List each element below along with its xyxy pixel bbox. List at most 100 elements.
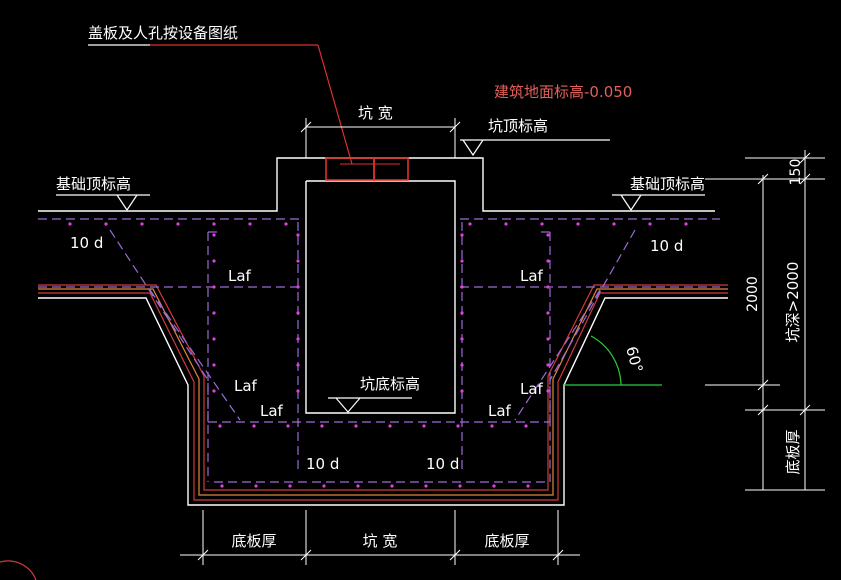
rebar-dot bbox=[460, 337, 464, 341]
rebar-dot bbox=[612, 222, 616, 226]
rebar-dot bbox=[458, 484, 462, 488]
pit-bottom-elev-label: 坑底标高 bbox=[360, 375, 420, 393]
rebar-dot bbox=[296, 311, 300, 315]
laf-label-6: Laf bbox=[488, 402, 512, 420]
rebar-dot bbox=[356, 484, 360, 488]
concrete-outline bbox=[38, 157, 728, 506]
rebar-dot bbox=[218, 424, 222, 428]
rebar-dot bbox=[296, 233, 300, 237]
rebar-dot bbox=[492, 484, 496, 488]
laf-label-5: Laf bbox=[260, 402, 284, 420]
cover-plate bbox=[325, 157, 409, 181]
elevation-markers bbox=[56, 139, 705, 413]
anchor-10d-tl-label: 10 d bbox=[70, 234, 103, 252]
rebar-dot bbox=[460, 363, 464, 367]
rebar-dot bbox=[460, 285, 464, 289]
rebar-dot bbox=[546, 259, 550, 263]
rebar-dot bbox=[284, 222, 288, 226]
rebar-dot bbox=[252, 424, 256, 428]
laf-label-3: Laf bbox=[234, 377, 258, 395]
dim-pit-width-top bbox=[300, 118, 461, 158]
rebar-dot bbox=[212, 337, 216, 341]
rebar-dot bbox=[140, 222, 144, 226]
rebar-dot bbox=[468, 222, 472, 226]
anchor-10d-tr-label: 10 d bbox=[650, 237, 683, 255]
foundation-top-right-label: 基础顶标高 bbox=[630, 175, 705, 193]
cover-note-label: 盖板及人孔按设备图纸 bbox=[88, 24, 238, 42]
rebar-dot bbox=[288, 484, 292, 488]
rebar-dot bbox=[456, 424, 460, 428]
rebar-dot bbox=[546, 363, 550, 367]
anchor-10d-bl-label: 10 d bbox=[306, 455, 339, 473]
rebar-dot bbox=[422, 424, 426, 428]
rebar-dot bbox=[68, 222, 72, 226]
foundation-top-left-label: 基础顶标高 bbox=[56, 175, 131, 193]
pit-width-top-label: 坑 宽 bbox=[358, 104, 393, 122]
slab-thick-right-label: 底板厚 bbox=[784, 429, 802, 474]
rebar-dot bbox=[296, 363, 300, 367]
rebar-dot bbox=[296, 285, 300, 289]
rebar-dot bbox=[354, 424, 358, 428]
rebar-dot bbox=[296, 337, 300, 341]
rebar-dot bbox=[322, 484, 326, 488]
pit-width-bottom-label: 坑 宽 bbox=[363, 532, 398, 550]
rebar-dot bbox=[176, 222, 180, 226]
cover-note-leader bbox=[88, 44, 353, 165]
rebar-dot bbox=[320, 424, 324, 428]
rebar-dot bbox=[296, 259, 300, 263]
pit-top-elev-label: 坑顶标高 bbox=[488, 117, 548, 135]
rebar-dot bbox=[684, 222, 688, 226]
rebar-dot bbox=[546, 389, 550, 393]
angle-marker bbox=[564, 335, 662, 386]
rebar-dot bbox=[546, 233, 550, 237]
rebar-dot bbox=[254, 484, 258, 488]
rebar-dot bbox=[648, 222, 652, 226]
rebar-dot bbox=[460, 233, 464, 237]
corner-circle-fragment bbox=[0, 560, 37, 580]
ground-layers bbox=[38, 284, 728, 501]
rebar-dot bbox=[460, 311, 464, 315]
rebar-lines bbox=[38, 218, 720, 483]
rebar-dot bbox=[526, 484, 530, 488]
rebar-dot bbox=[524, 424, 528, 428]
rebar-dot bbox=[212, 389, 216, 393]
rebar-dot bbox=[212, 222, 216, 226]
anchor-10d-br-label: 10 d bbox=[426, 455, 459, 473]
dim-2000-label: 2000 bbox=[745, 276, 761, 312]
rebar-dot bbox=[104, 222, 108, 226]
rebar-dot bbox=[212, 259, 216, 263]
rebar-dot bbox=[220, 484, 224, 488]
rebar-dot bbox=[390, 484, 394, 488]
slab-thick-bottom-right-label: 底板厚 bbox=[484, 532, 529, 550]
rebar-dot bbox=[248, 222, 252, 226]
rebar-dot bbox=[546, 311, 550, 315]
rebar-dot bbox=[460, 259, 464, 263]
dim-right bbox=[705, 150, 825, 491]
laf-label-4: Laf bbox=[520, 380, 544, 398]
rebar-dot bbox=[540, 222, 544, 226]
rebar-dot bbox=[546, 337, 550, 341]
rebar-dot bbox=[460, 389, 464, 393]
rebar-dot bbox=[490, 424, 494, 428]
laf-label-2: Laf bbox=[520, 267, 544, 285]
rebar-dot bbox=[424, 484, 428, 488]
rebar-dots bbox=[68, 222, 688, 488]
rebar-dot bbox=[212, 233, 216, 237]
pit-depth-label: 坑深>2000 bbox=[784, 262, 802, 343]
rebar-dot bbox=[212, 285, 216, 289]
ground-elevation-label: 建筑地面标高-0.050 bbox=[494, 83, 632, 101]
slab-thick-bottom-left-label: 底板厚 bbox=[231, 532, 276, 550]
dim-150-label: 150 bbox=[788, 159, 804, 186]
rebar-dot bbox=[504, 222, 508, 226]
rebar-dot bbox=[576, 222, 580, 226]
text-labels: 盖板及人孔按设备图纸 建筑地面标高-0.050 坑 宽 坑顶标高 基础顶标高 基… bbox=[56, 24, 804, 550]
rebar-dot bbox=[388, 424, 392, 428]
rebar-dot bbox=[212, 363, 216, 367]
rebar-dot bbox=[296, 389, 300, 393]
rebar-dot bbox=[212, 311, 216, 315]
laf-label-1: Laf bbox=[228, 267, 252, 285]
angle-label: 60° bbox=[622, 344, 646, 374]
dim-bottom bbox=[180, 510, 580, 565]
rebar-dot bbox=[286, 424, 290, 428]
